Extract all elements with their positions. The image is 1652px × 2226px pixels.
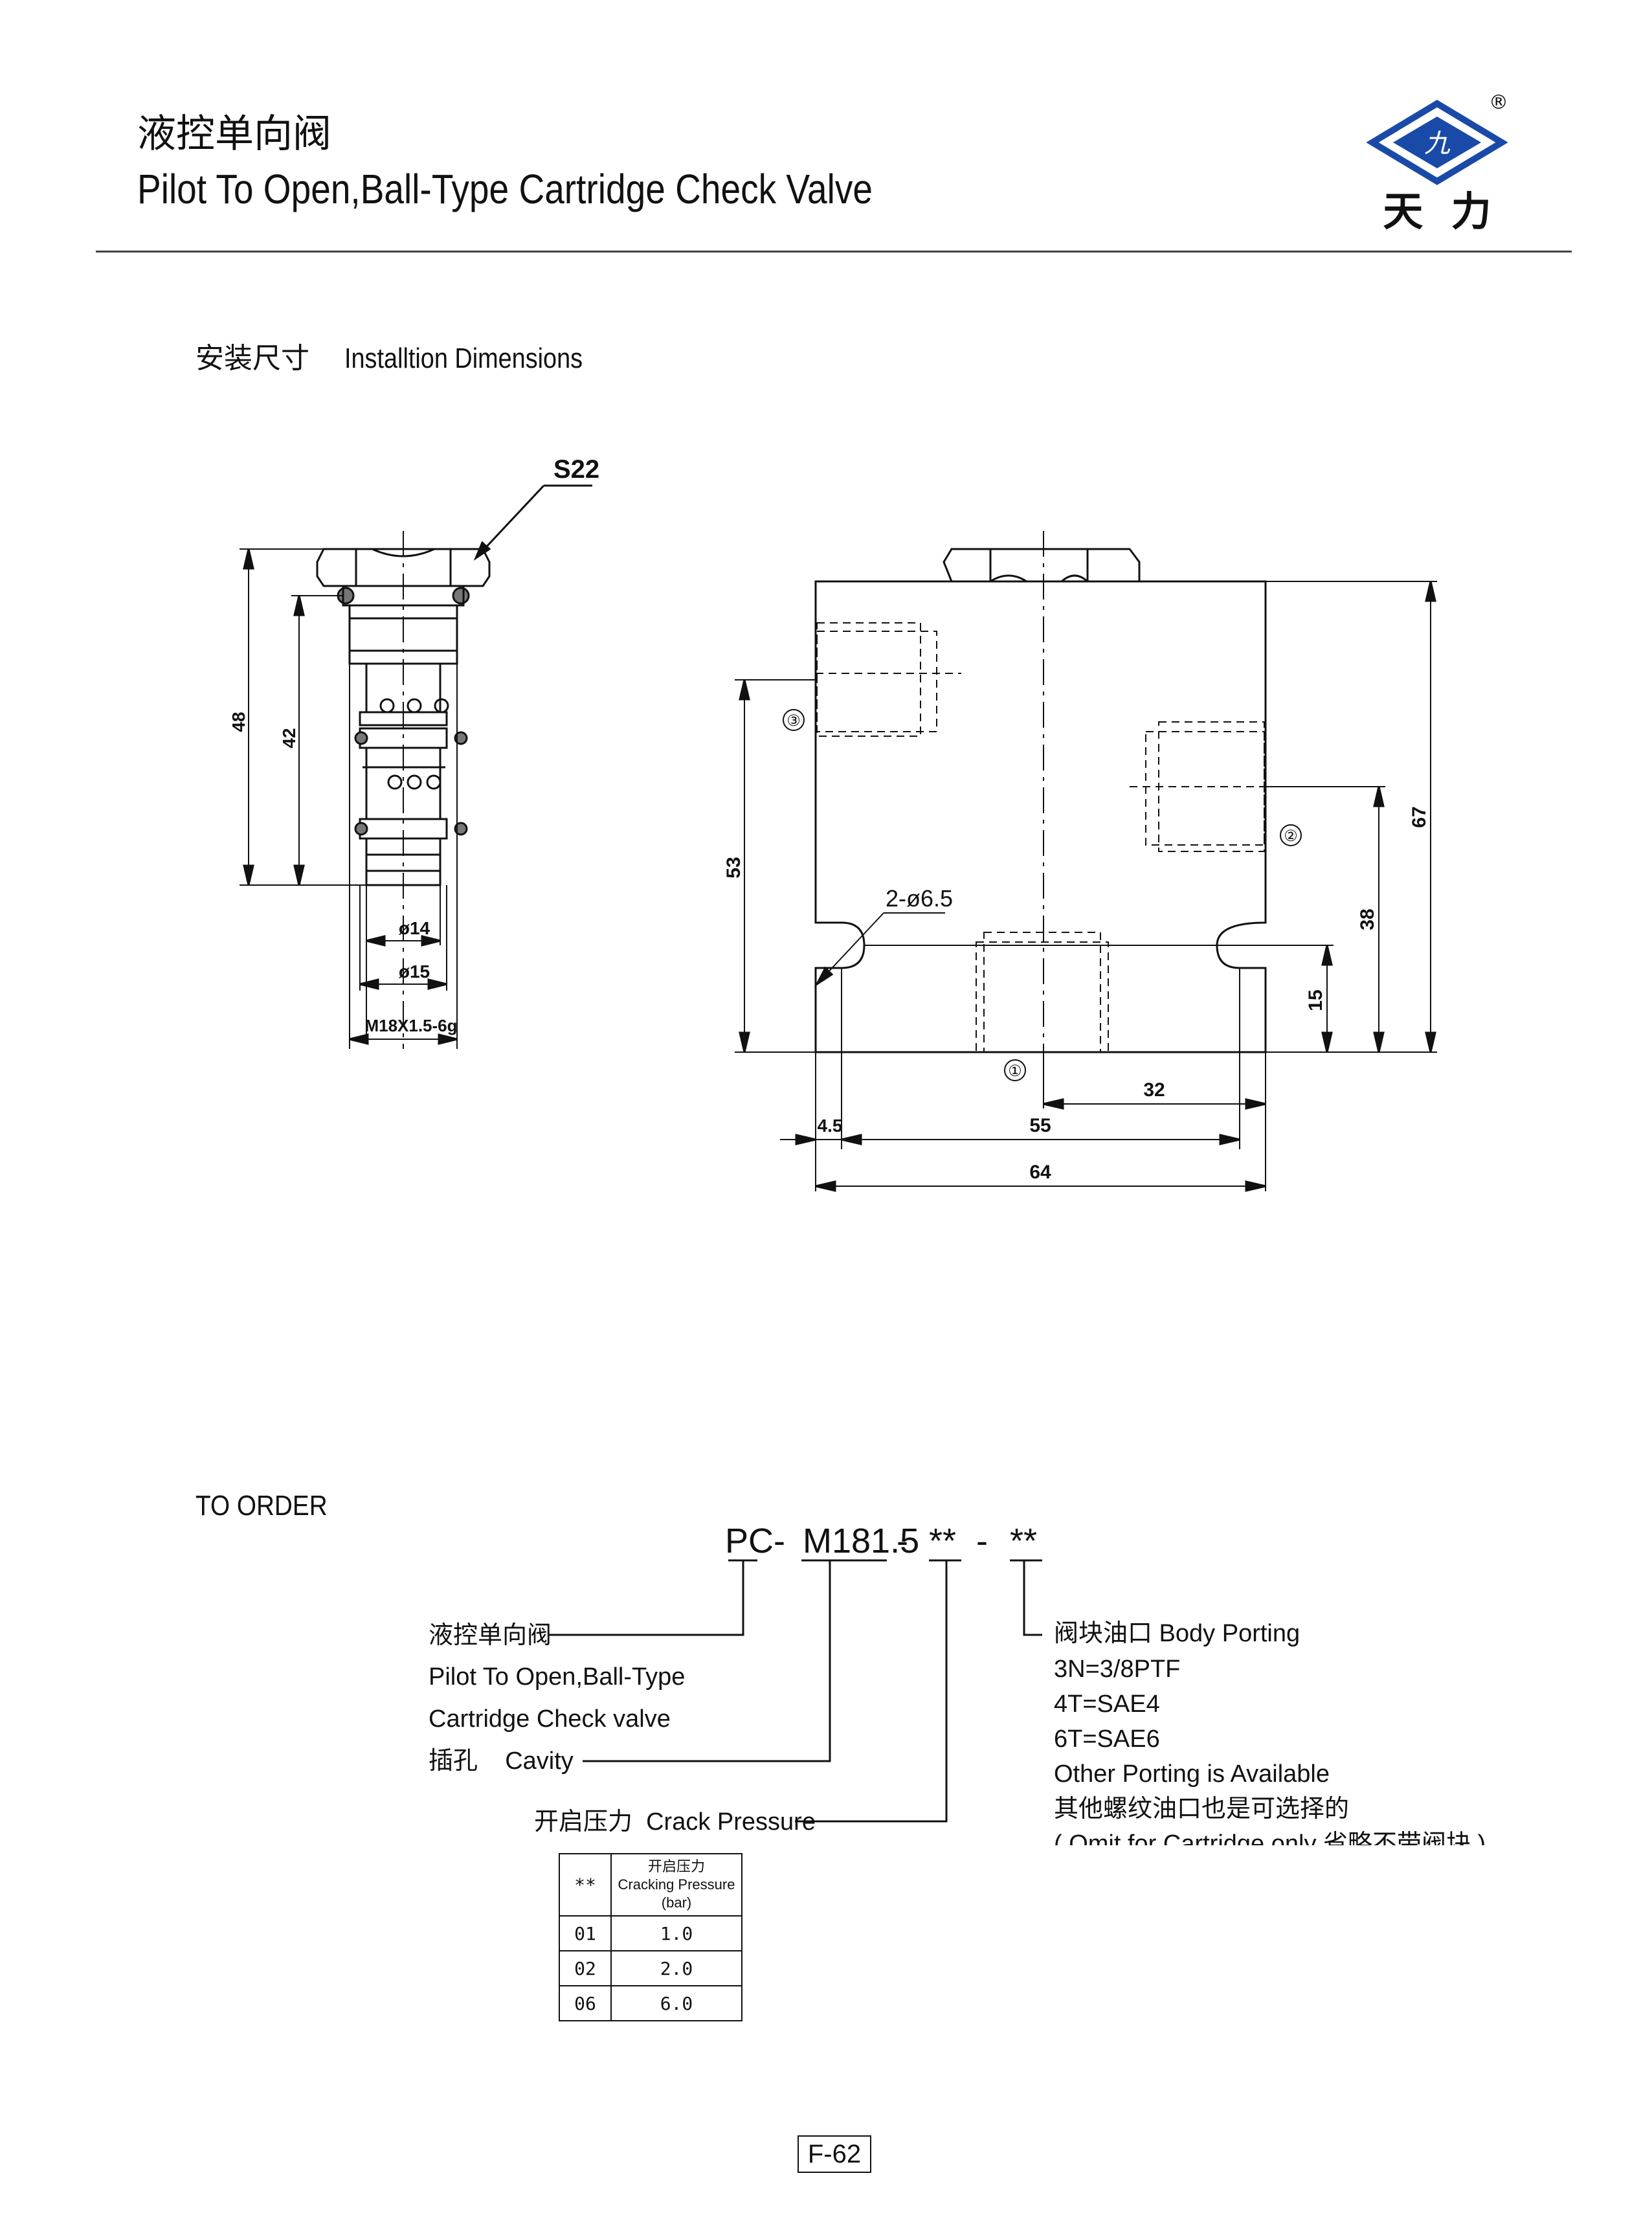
desc-en-1: Pilot To Open,Ball-Type [429, 1663, 685, 1691]
dim-53: 53 [723, 857, 744, 878]
section-label-cn: 安装尺寸 [195, 343, 309, 374]
section-label-en: Installtion Dimensions [344, 343, 583, 374]
page-title-cn: 液控单向阀 [137, 112, 331, 155]
porting-3n: 3N=3/8PTF [1054, 1656, 1180, 1683]
page-title-en: Pilot To Open,Ball-Type Cartridge Check … [137, 166, 873, 212]
order-code-diagram: PC- M181.5 - ** - ** 液控单向阀 Pilot To Open… [429, 1522, 1486, 1845]
code-porting: ** [1010, 1522, 1037, 1560]
cavity-label: 插孔 Cavity [429, 1748, 574, 1775]
logo-diamond-inner [1393, 117, 1481, 168]
dim-4-5: 4.5 [818, 1116, 843, 1136]
installation-drawing: S22 48 42 ø14 ø15 M18X1.5-6g [229, 455, 1437, 1192]
table-header-pressure-unit: (bar) [661, 1894, 692, 1911]
row-code: 06 [559, 1985, 612, 2021]
port-3-label: ③ [787, 712, 801, 730]
dim-48: 48 [229, 712, 249, 732]
porting-6t: 6T=SAE6 [1054, 1726, 1160, 1753]
table-header-pressure-en: Cracking Pressure [618, 1876, 735, 1893]
dim-67: 67 [1409, 806, 1430, 827]
tianli-logo: 九 ® 天 力 [1366, 91, 1508, 235]
block-view [735, 531, 1437, 1192]
desc-cn: 液控单向阀 [429, 1622, 552, 1649]
porting-other: Other Porting is Available [1054, 1760, 1330, 1788]
table-header-pressure: 开启压力 Cracking Pressure (bar) [610, 1853, 742, 1917]
dim-64: 64 [1029, 1162, 1051, 1183]
code-dash-2: - [976, 1522, 988, 1560]
header-divider [96, 251, 1572, 253]
port-1-label: ① [1008, 1062, 1022, 1080]
code-dash-1: - [897, 1522, 908, 1560]
page-number: F-62 [798, 2135, 871, 2173]
row-code: 01 [559, 1915, 612, 1951]
order-heading: TO ORDER [195, 1490, 328, 1522]
logo-emblem: 九 [1424, 129, 1451, 159]
dim-15: 15 [1305, 989, 1326, 1011]
porting-title: 阀块油口 Body Porting [1054, 1620, 1300, 1647]
dim-38: 38 [1357, 908, 1378, 930]
logo-text: 天 力 [1383, 188, 1491, 235]
dim-42: 42 [279, 728, 299, 748]
cartridge-view [240, 484, 592, 1049]
dim-s22: S22 [553, 455, 599, 484]
table-row: 06 6.0 [559, 1985, 742, 2021]
row-value: 2.0 [610, 1950, 742, 1986]
code-prefix: PC- [725, 1522, 785, 1560]
port-2-label: ② [1284, 827, 1298, 845]
row-code: 02 [559, 1950, 612, 1986]
crack-label: 开启压力 Crack Pressure [534, 1808, 816, 1836]
section-label: 安装尺寸 Installtion Dimensions [195, 342, 621, 376]
porting-4t: 4T=SAE4 [1054, 1691, 1160, 1718]
dim-32: 32 [1143, 1079, 1165, 1101]
table-row: 02 2.0 [559, 1950, 742, 1986]
code-pressure: ** [929, 1522, 956, 1560]
registered-mark: ® [1489, 91, 1508, 114]
table-row: 01 1.0 [559, 1915, 742, 1951]
dim-dia14: ø14 [399, 918, 430, 938]
row-value: 1.0 [610, 1915, 742, 1951]
cracking-pressure-table: ** 开启压力 Cracking Pressure (bar) 01 1.0 0… [559, 1853, 742, 2021]
table-header-code: ** [559, 1853, 612, 1917]
table-header-pressure-cn: 开启压力 [647, 1858, 705, 1874]
code-cavity: M181.5 [803, 1522, 919, 1560]
dim-55: 55 [1029, 1115, 1051, 1136]
dim-holes: 2-ø6.5 [886, 885, 953, 912]
desc-en-2: Cartridge Check valve [429, 1705, 671, 1733]
row-value: 6.0 [610, 1985, 742, 2021]
dim-thread: M18X1.5-6g [364, 1016, 457, 1035]
porting-other-cn: 其他螺纹油口也是可选择的 [1054, 1795, 1349, 1823]
porting-omit: ( Omit for Cartridge only 省略不带阀块 ) [1054, 1830, 1486, 1845]
dim-dia15: ø15 [399, 961, 430, 982]
